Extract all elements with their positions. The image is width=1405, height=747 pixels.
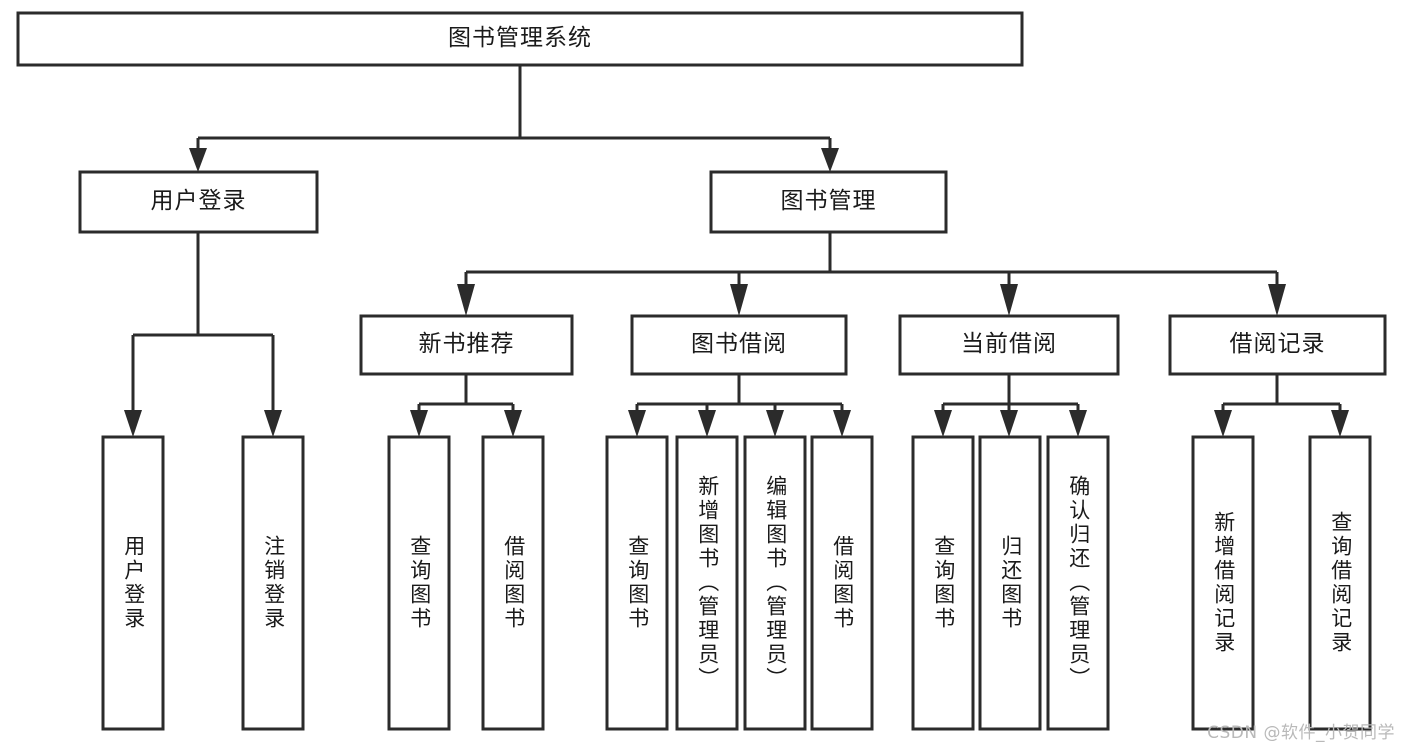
box-leaf-borrow-book[interactable] <box>810 435 874 731</box>
connector-book-borrow-to-leaves <box>628 374 851 437</box>
box-root[interactable] <box>16 11 1024 67</box>
box-leaf-add-book-admin[interactable] <box>675 435 739 731</box>
arrow-head-new-book-recommend <box>457 284 475 316</box>
box-leaf-borrow-book-recommend[interactable] <box>481 435 545 731</box>
arrow-head-leaf-logout <box>264 410 282 437</box>
connector-new-book-recommend-to-leaves <box>410 374 522 437</box>
arrow-head-user-login <box>189 148 207 172</box>
arrow-head-current-borrow <box>1000 284 1018 316</box>
connector-book-management-to-level3 <box>457 232 1286 316</box>
arrow-head-leaf-user-login <box>124 410 142 437</box>
box-leaf-confirm-return-admin[interactable] <box>1046 435 1110 731</box>
connector-user-login-to-leaves <box>124 232 282 437</box>
box-current-borrow[interactable] <box>898 314 1120 376</box>
arrow-head-leaf-edit-book-admin <box>766 410 784 437</box>
connector-line <box>464 232 1279 288</box>
connector-line <box>1221 374 1342 414</box>
arrow-head-leaf-borrow-book <box>833 410 851 437</box>
connector-line <box>941 374 1080 414</box>
arrow-head-leaf-borrow-book-recommend <box>504 410 522 437</box>
arrow-head-book-borrow <box>730 284 748 316</box>
box-leaf-user-login[interactable] <box>101 435 165 731</box>
node-current-borrow[interactable] <box>900 316 1118 374</box>
connector-line <box>131 232 275 417</box>
box-leaf-logout[interactable] <box>241 435 305 731</box>
box-leaf-query-borrow-record[interactable] <box>1308 435 1372 731</box>
connector-current-borrow-to-leaves <box>934 374 1087 437</box>
node-book-management[interactable] <box>711 172 946 232</box>
node-boxes <box>16 11 1387 731</box>
arrow-head-leaf-add-book-admin <box>698 410 716 437</box>
arrow-head-borrow-records <box>1268 284 1286 316</box>
arrow-head-book-management <box>821 148 839 172</box>
box-user-login[interactable] <box>78 170 319 234</box>
connector-borrow-records-to-leaves <box>1214 374 1349 437</box>
box-new-book-recommend[interactable] <box>359 314 574 376</box>
arrow-head-leaf-query-book-current <box>934 410 952 437</box>
box-leaf-query-book-recommend[interactable] <box>387 435 451 731</box>
node-book-borrow[interactable] <box>632 316 846 374</box>
node-new-book-recommend[interactable] <box>361 316 572 374</box>
arrow-head-leaf-return-book <box>1000 410 1018 437</box>
box-leaf-query-book-current[interactable] <box>911 435 975 731</box>
arrow-head-leaf-query-book-recommend <box>410 410 428 437</box>
arrow-head-leaf-query-book-borrow <box>628 410 646 437</box>
box-leaf-query-book-borrow[interactable] <box>605 435 669 731</box>
connector-line <box>417 374 515 414</box>
connector-line <box>196 65 832 152</box>
box-leaf-add-borrow-record[interactable] <box>1191 435 1255 731</box>
watermark-text: CSDN @软件_小贺同学 <box>1207 723 1395 743</box>
connector-line <box>635 374 844 414</box>
box-leaf-edit-book-admin[interactable] <box>743 435 807 731</box>
arrow-head-leaf-add-borrow-record <box>1214 410 1232 437</box>
box-leaf-return-book[interactable] <box>978 435 1042 731</box>
node-user-login[interactable] <box>80 172 317 232</box>
node-borrow-records[interactable] <box>1170 316 1385 374</box>
connector-root-to-level2 <box>189 65 839 172</box>
arrow-head-leaf-confirm-return-admin <box>1069 410 1087 437</box>
arrow-head-leaf-query-borrow-record <box>1331 410 1349 437</box>
node-root[interactable] <box>18 13 1022 65</box>
